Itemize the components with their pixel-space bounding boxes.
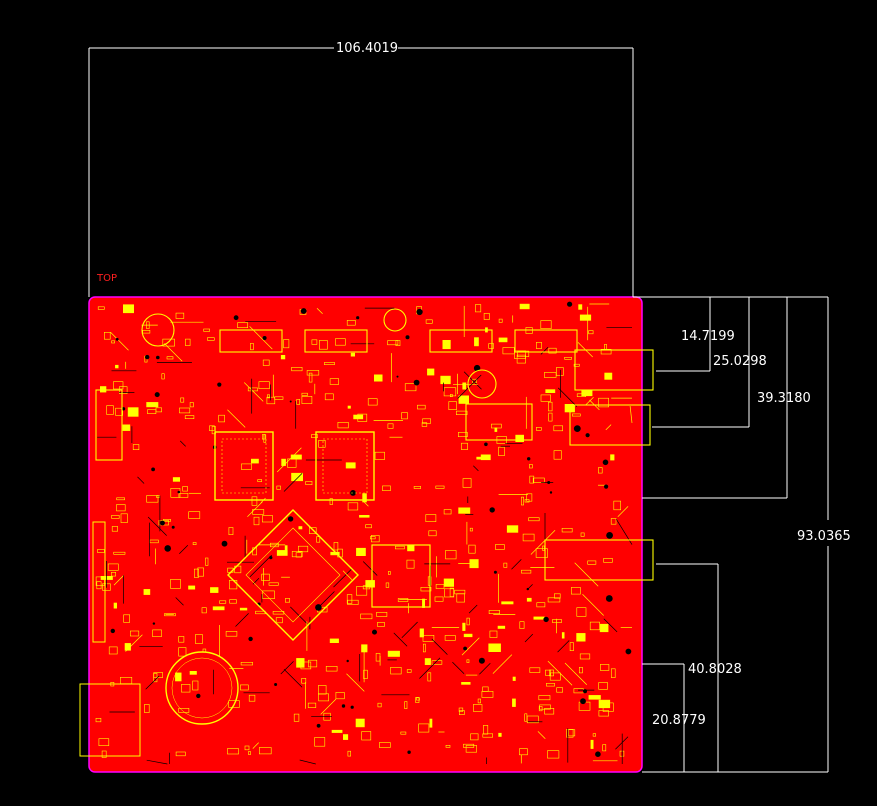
mount-corner-top-left — [141, 313, 175, 347]
board-fill — [89, 297, 642, 772]
dim-width-top[interactable]: 106.4019 — [88, 41, 634, 297]
top-connectors — [219, 308, 578, 353]
dim-right-2[interactable]: 25.0298 — [652, 296, 767, 428]
off-board-outline — [79, 683, 141, 757]
dim-right-3-label: 39.3180 — [757, 391, 811, 406]
dimension-annotations[interactable]: 106.4019 14.7199 25.0298 39.3180 93.0365… — [88, 41, 851, 773]
dim-height-total-label: 93.0365 — [797, 529, 851, 544]
qfp-processor — [227, 509, 359, 641]
dim-lower-1-label: 40.8028 — [688, 662, 742, 677]
dim-lower-2-label: 20.8779 — [652, 713, 706, 728]
side-pin-header — [92, 389, 123, 643]
layer-label: TOP — [96, 273, 117, 284]
dim-right-1[interactable]: 14.7199 — [633, 296, 735, 372]
bga-chip-right — [315, 431, 375, 501]
board-routing-detail — [95, 301, 633, 765]
dim-lower-1[interactable]: 40.8028 — [656, 563, 742, 772]
dim-right-1-label: 14.7199 — [681, 329, 735, 344]
regulator-block — [465, 369, 533, 441]
bga-chip-left — [214, 431, 274, 501]
dim-height-total[interactable]: 93.0365 — [642, 296, 851, 773]
board-outline — [88, 296, 643, 773]
dim-width-top-label: 106.4019 — [336, 41, 398, 56]
right-edge-jacks — [544, 349, 654, 581]
coin-cell-battery — [165, 651, 239, 725]
dim-lower-2[interactable]: 20.8779 — [642, 663, 706, 772]
pcb-board[interactable] — [79, 296, 654, 773]
qfn-chip — [371, 544, 431, 608]
dim-right-2-label: 25.0298 — [713, 354, 767, 369]
dim-right-3[interactable]: 39.3180 — [642, 296, 811, 499]
